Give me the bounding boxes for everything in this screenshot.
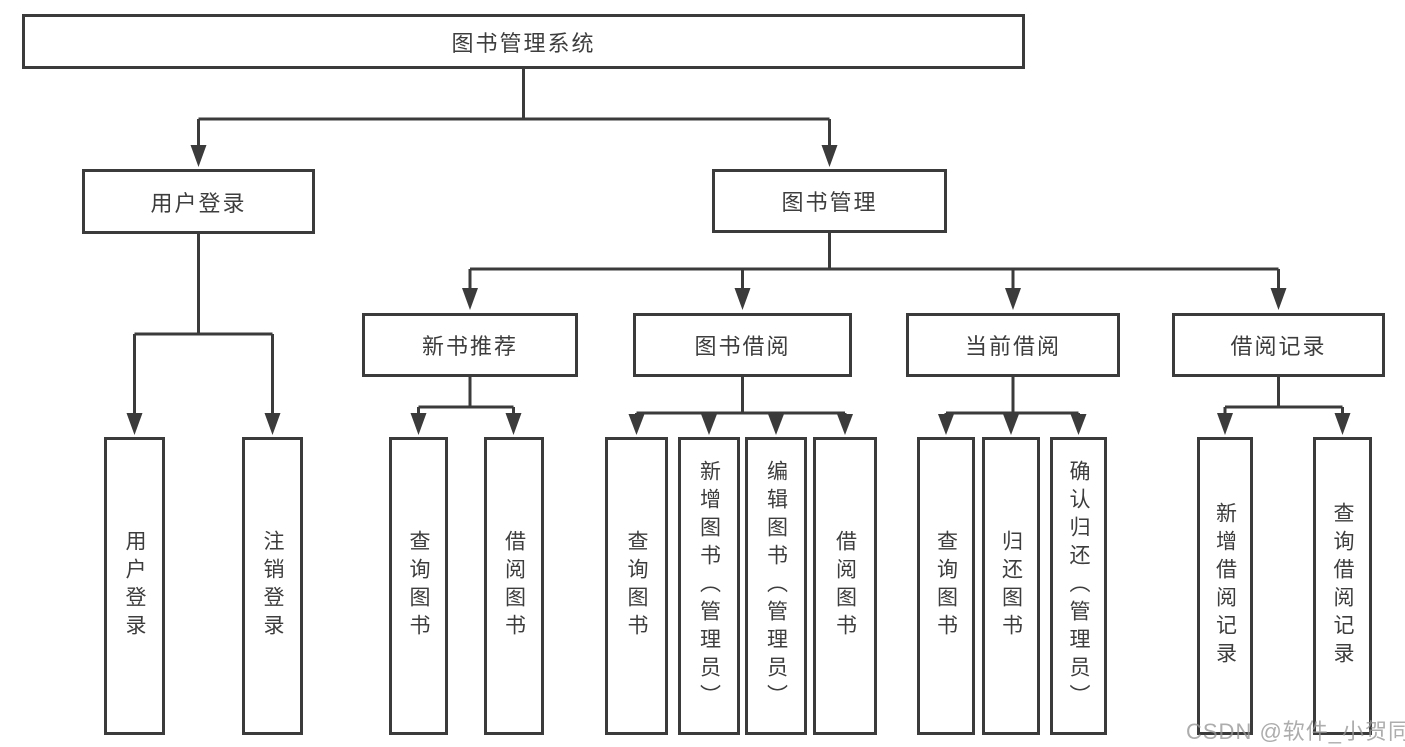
leaf-edit-book-admin-label: 编辑图书（管理员） <box>764 460 788 712</box>
leaf-add-book-admin: 新增图书（管理员） <box>678 437 740 735</box>
leaf-return-book: 归还图书 <box>982 437 1040 735</box>
node-root-system: 图书管理系统 <box>22 14 1025 69</box>
node-user-login-label: 用户登录 <box>150 190 247 216</box>
leaf-query-borrow-record: 查询借阅记录 <box>1313 437 1372 735</box>
node-root-label: 图书管理系统 <box>451 30 596 56</box>
leaf-logout-label: 注销登录 <box>261 530 284 642</box>
leaf-logout: 注销登录 <box>242 437 303 735</box>
node-borrowing-records-label: 借阅记录 <box>1230 334 1327 359</box>
leaf-borrow-books-label: 借阅图书 <box>833 530 857 642</box>
node-book-management: 图书管理 <box>712 169 947 233</box>
node-book-borrowing-label: 图书借阅 <box>694 334 791 359</box>
node-new-book-recommend-label: 新书推荐 <box>421 334 518 359</box>
leaf-query-books-current: 查询图书 <box>917 437 975 735</box>
leaf-confirm-return-admin: 确认归还（管理员） <box>1050 437 1107 735</box>
node-book-borrowing: 图书借阅 <box>633 313 852 377</box>
node-user-login: 用户登录 <box>82 169 315 234</box>
leaf-add-book-admin-label: 新增图书（管理员） <box>697 460 721 712</box>
csdn-watermark: CSDN @软件_小贺同学 <box>1186 719 1405 744</box>
leaf-user-login-label: 用户登录 <box>123 530 146 642</box>
leaf-query-borrow-record-label: 查询借阅记录 <box>1331 502 1354 670</box>
leaf-user-login: 用户登录 <box>104 437 165 735</box>
leaf-borrow-books: 借阅图书 <box>813 437 877 735</box>
leaf-query-books-borrow: 查询图书 <box>605 437 668 735</box>
leaf-query-books-borrow-label: 查询图书 <box>625 530 648 642</box>
leaf-query-books-recommend-label: 查询图书 <box>407 530 430 642</box>
leaf-query-books-recommend: 查询图书 <box>389 437 448 735</box>
leaf-edit-book-admin: 编辑图书（管理员） <box>745 437 807 735</box>
node-current-borrowing-label: 当前借阅 <box>964 334 1061 359</box>
leaf-query-books-current-label: 查询图书 <box>934 530 958 642</box>
node-book-management-label: 图书管理 <box>781 190 878 215</box>
leaf-borrow-books-recommend-label: 借阅图书 <box>502 530 526 642</box>
node-new-book-recommend: 新书推荐 <box>362 313 578 377</box>
leaf-add-borrow-record: 新增借阅记录 <box>1197 437 1253 735</box>
node-current-borrowing: 当前借阅 <box>906 313 1120 377</box>
leaf-return-book-label: 归还图书 <box>999 530 1023 642</box>
leaf-borrow-books-recommend: 借阅图书 <box>484 437 544 735</box>
leaf-add-borrow-record-label: 新增借阅记录 <box>1213 502 1237 670</box>
node-borrowing-records: 借阅记录 <box>1172 313 1385 377</box>
leaf-confirm-return-admin-label: 确认归还（管理员） <box>1067 460 1090 712</box>
